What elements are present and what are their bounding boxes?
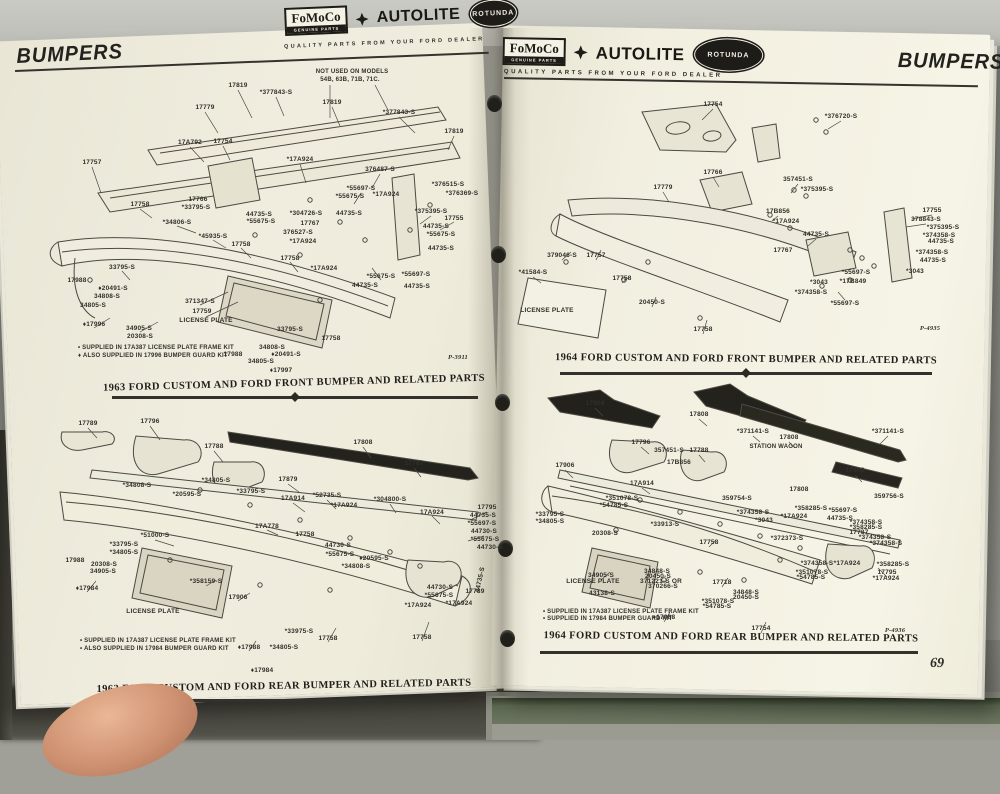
binder-hole bbox=[495, 394, 510, 411]
shelf-green-band bbox=[492, 698, 1000, 724]
genuine-parts-bar: GENUINE PARTS bbox=[286, 24, 347, 34]
autolite-logo: AUTOLITE bbox=[595, 43, 685, 64]
page-title-right: BUMPERS bbox=[897, 49, 1000, 74]
front-bumper-1964-drawing bbox=[517, 103, 933, 339]
binder-hole bbox=[500, 630, 515, 647]
rear-bumper-1964-drawing bbox=[541, 383, 907, 634]
front-bumper-1963-drawing bbox=[49, 84, 461, 349]
autolite-logo: AUTOLITE bbox=[376, 5, 461, 27]
brand-logos-right: FoMoCo GENUINE PARTS AUTOLITE ROTUNDA bbox=[502, 33, 765, 74]
fomoco-wordmark: FoMoCo bbox=[291, 8, 341, 26]
fomoco-logo: FoMoCo GENUINE PARTS bbox=[502, 36, 567, 67]
fomoco-wordmark: FoMoCo bbox=[509, 40, 559, 56]
autolite-spark-icon bbox=[573, 45, 588, 60]
fomoco-logo: FoMoCo GENUINE PARTS bbox=[284, 5, 349, 36]
genuine-parts-bar: GENUINE PARTS bbox=[504, 56, 564, 65]
rotunda-wordmark: ROTUNDA bbox=[472, 8, 515, 18]
brand-logos-left: FoMoCo GENUINE PARTS AUTOLITE ROTUNDA bbox=[284, 0, 519, 37]
book-cover-edge bbox=[0, 430, 12, 740]
shelf-lower-band bbox=[492, 724, 1000, 740]
autolite-spark-icon bbox=[355, 12, 369, 26]
rotunda-wordmark: ROTUNDA bbox=[707, 51, 750, 59]
page-number: 69 bbox=[929, 655, 945, 672]
diagram-artwork bbox=[49, 84, 933, 652]
page-title-left: BUMPERS bbox=[15, 40, 124, 68]
rear-bumper-1963-drawing bbox=[59, 425, 488, 652]
rotunda-logo: ROTUNDA bbox=[467, 0, 519, 30]
binder-hole bbox=[487, 95, 502, 112]
binder-hole bbox=[498, 540, 513, 557]
rotunda-logo: ROTUNDA bbox=[692, 36, 765, 74]
binder-hole bbox=[491, 246, 506, 263]
